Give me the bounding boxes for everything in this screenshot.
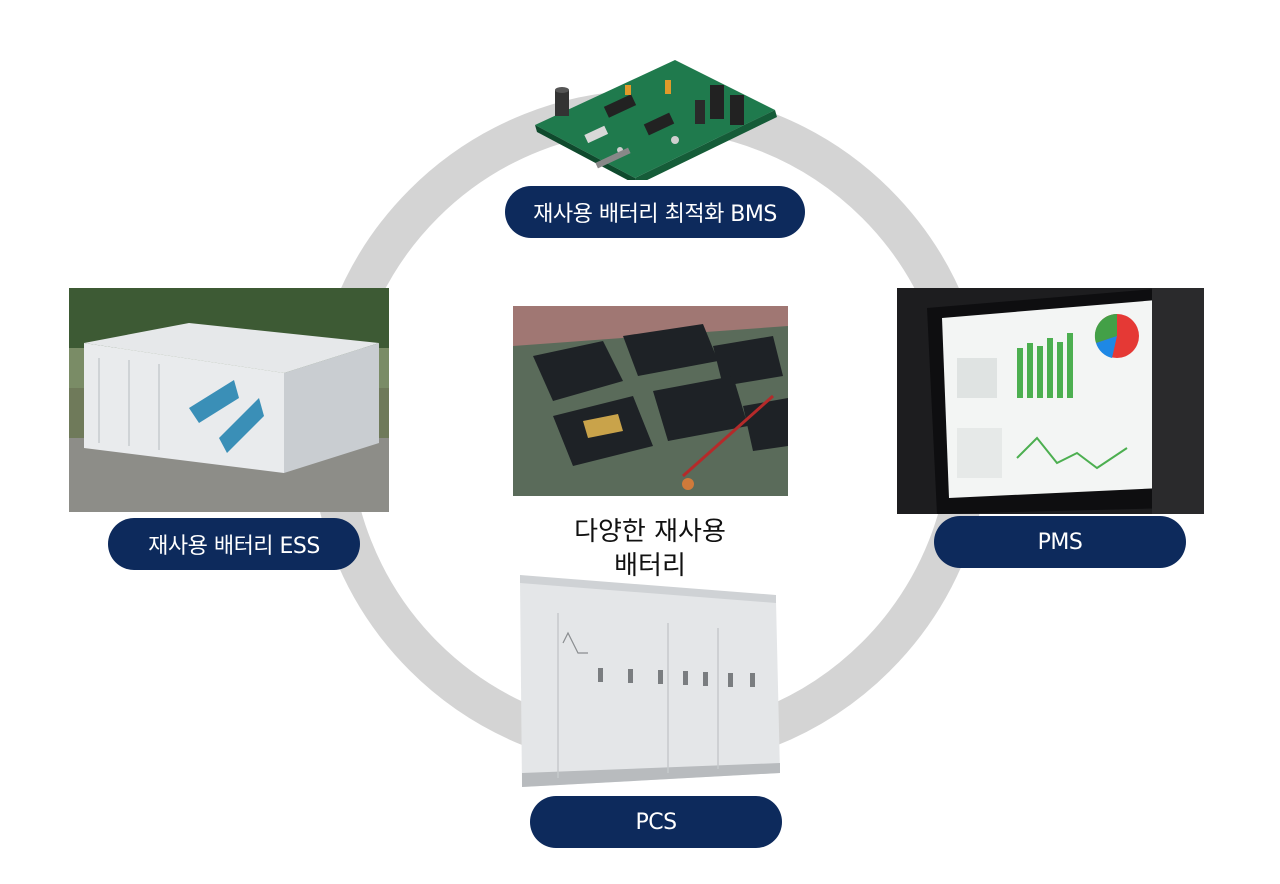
ess-label: 재사용 배터리 ESS xyxy=(148,534,320,559)
pcs-cabinet-image xyxy=(518,573,782,795)
center-label: 다양한 재사용 배터리 xyxy=(545,515,755,583)
battery-modules-image xyxy=(513,306,788,496)
pms-label: PMS xyxy=(1037,529,1083,555)
ess-container-image xyxy=(69,288,389,512)
center-label-line2: 배터리 xyxy=(614,551,686,581)
bms-circuit-board-image xyxy=(525,40,780,180)
bms-label: 재사용 배터리 최적화 BMS xyxy=(533,202,777,227)
pms-dashboard-image xyxy=(897,288,1204,514)
bms-label-pill: 재사용 배터리 최적화 BMS xyxy=(505,186,805,238)
pms-label-pill: PMS xyxy=(934,516,1186,568)
center-label-line1: 다양한 재사용 xyxy=(574,517,726,547)
pcs-label-pill: PCS xyxy=(530,796,782,848)
ess-label-pill: 재사용 배터리 ESS xyxy=(108,518,360,570)
pcs-label: PCS xyxy=(635,809,677,835)
